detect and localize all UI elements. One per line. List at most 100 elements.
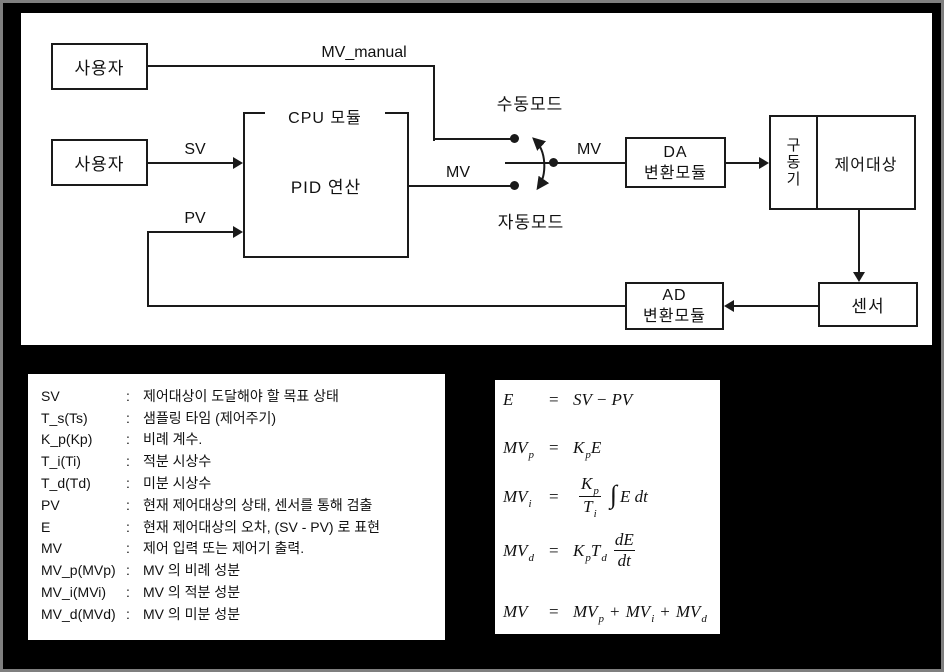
line-feedback-v (147, 231, 149, 307)
pv-label: PV (184, 210, 206, 227)
node-cpu-module: PID 연산 (243, 112, 409, 258)
mv-manual-label: MV_manual (321, 44, 407, 61)
switch-common-dot (549, 158, 558, 167)
node-user-2: 사용자 (51, 139, 148, 186)
legend-row-symbol: E (41, 518, 51, 535)
legend-row-symbol: MV_p(MVp) (41, 562, 116, 579)
legend-row: T_s(Ts): 샘플링 타임 (제어주기) (41, 407, 445, 429)
equation-sum: MV = MVp + MVi + MVd (503, 602, 707, 625)
node-sensor: 센서 (818, 282, 918, 327)
eq4-coeff: KpTd (573, 540, 607, 564)
ad-label-line2: 변환모듈 (643, 308, 706, 325)
eq2-equals: = (549, 438, 559, 457)
legend-row: E:현재 제어대상의 오차, (SV - PV) 로 표현 (41, 516, 445, 538)
eq5-term-p: MVp (573, 602, 605, 625)
equation-derivative: MVd = KpTd dE dt (503, 530, 642, 571)
actuator-char-3: 기 (786, 171, 801, 188)
legend-row: MV: 제어 입력 또는 제어기 출력. (41, 538, 445, 560)
cpu-module-title: CPU 모듈 (265, 104, 385, 128)
legend-row-description: MV 의 비례 성분 (143, 562, 241, 579)
line-mv-out (409, 185, 515, 187)
plant-label: 제어대상 (834, 156, 898, 174)
equation-proportional: MVp = KpE (503, 438, 601, 461)
legend-row-symbol: SV (41, 387, 60, 404)
mode-switch-toggle-icon (532, 137, 550, 191)
legend-row-symbol: T_i(Ti) (41, 453, 81, 470)
line-mv-manual-h1 (148, 65, 435, 67)
legend-row: SV: 제어대상이 도달해야 할 목표 상태 (41, 385, 445, 407)
legend-row-description: 샘플링 타임 (제어주기) (143, 409, 277, 426)
eq4-lhs: MVd (503, 540, 535, 564)
legend-row-colon: : (126, 605, 130, 622)
legend-row-description: 제어대상이 도달해야 할 목표 상태 (143, 387, 339, 404)
line-switch-common (505, 162, 625, 164)
equations-panel: E = SV − PV MVp = KpE MVi = Kp Ti ∫ E dt… (495, 380, 720, 634)
equation-error: E = SV − PV (503, 390, 632, 410)
legend-row-colon: : (126, 584, 130, 601)
eq5-plus-1: + (610, 602, 620, 621)
manual-mode-label: 수동모드 (496, 95, 564, 114)
legend-row-symbol: MV (41, 540, 62, 557)
legend-row: MV_p(MVp):MV 의 비례 성분 (41, 559, 445, 581)
diagram-panel: 사용자 사용자 PID 연산 CPU 모듈 MV_manual SV PV MV… (21, 13, 932, 345)
actuator-cell: 구 동 기 (771, 117, 818, 208)
eq1-rhs: SV − PV (573, 390, 633, 409)
legend-row-colon: : (126, 409, 130, 426)
eq1-lhs: E (503, 390, 514, 409)
eq5-term-d: MVd (675, 602, 707, 625)
line-da-to-actuator (726, 162, 759, 164)
legend-row: MV_d(MVd): MV 의 미분 성분 (41, 603, 445, 625)
node-ad-converter: AD 변환모듈 (625, 282, 724, 330)
ad-label-line1: AD (662, 287, 687, 304)
arrowhead-pv-icon (233, 226, 243, 238)
arrowhead-da-icon (759, 157, 769, 169)
legend-row-symbol: T_s(Ts) (41, 409, 88, 426)
integral-sign: ∫ (609, 479, 617, 509)
legend-row-description: 제어 입력 또는 제어기 출력. (143, 540, 305, 557)
eq2-lhs: MVp (503, 438, 535, 461)
legend-row-colon: : (126, 431, 130, 448)
plant-cell: 제어대상 (818, 117, 914, 208)
equation-integral: MVi = Kp Ti ∫ E dt (503, 474, 648, 520)
line-sv (148, 162, 236, 164)
arrowhead-ad-icon (724, 300, 734, 312)
pid-computation-label: PID 연산 (290, 177, 362, 197)
eq5-equals: = (549, 602, 559, 621)
legend-row-colon: : (126, 453, 130, 470)
legend-row-colon: : (126, 496, 130, 513)
eq3-equals: = (549, 486, 559, 506)
legend-row-description: 비례 계수. (143, 431, 203, 448)
auto-mode-label: 자동모드 (497, 213, 565, 232)
sensor-label: 센서 (851, 297, 885, 316)
arrowhead-sensor-icon (853, 272, 865, 282)
eq4-fraction: dE dt (613, 530, 635, 570)
node-user-2-label: 사용자 (74, 155, 125, 174)
line-sensor-to-ad (733, 305, 818, 307)
line-mv-manual-v (433, 65, 435, 141)
node-user-1: 사용자 (51, 43, 148, 90)
node-da-converter: DA 변환모듈 (625, 137, 726, 188)
line-plant-to-sensor (858, 210, 860, 273)
actuator-char-2: 동 (786, 154, 801, 171)
legend-row-description: 적분 시상수 (143, 453, 212, 470)
legend-row-description: 미분 시상수 (143, 475, 212, 492)
eq5-term-i: MVi (625, 602, 655, 625)
legend-row-colon: : (126, 387, 130, 404)
eq3-tail: E dt (619, 486, 648, 506)
legend-row-colon: : (126, 518, 130, 535)
da-label-line2: 변환모듈 (644, 164, 707, 182)
legend-row-colon: : (126, 540, 130, 557)
legend-panel: SV: 제어대상이 도달해야 할 목표 상태 T_s(Ts): 샘플링 타임 (제어주… (28, 374, 445, 640)
legend-row-description: MV 의 미분 성분 (143, 605, 241, 622)
legend-row-symbol: T_d(Td) (41, 475, 91, 492)
sv-label: SV (184, 141, 206, 158)
legend-row-symbol: MV_i(MVi) (41, 584, 107, 601)
line-pv (147, 231, 236, 233)
eq5-lhs: MV (503, 602, 528, 621)
legend-row: T_i(Ti): 적분 시상수 (41, 450, 445, 472)
legend-row-description: 현재 제어대상의 상태, 센서를 통해 검출 (143, 496, 373, 513)
legend-row-symbol: MV_d(MVd) (41, 605, 116, 622)
eq5-plus-2: + (660, 602, 670, 621)
node-actuator-plant: 구 동 기 제어대상 (769, 115, 916, 210)
